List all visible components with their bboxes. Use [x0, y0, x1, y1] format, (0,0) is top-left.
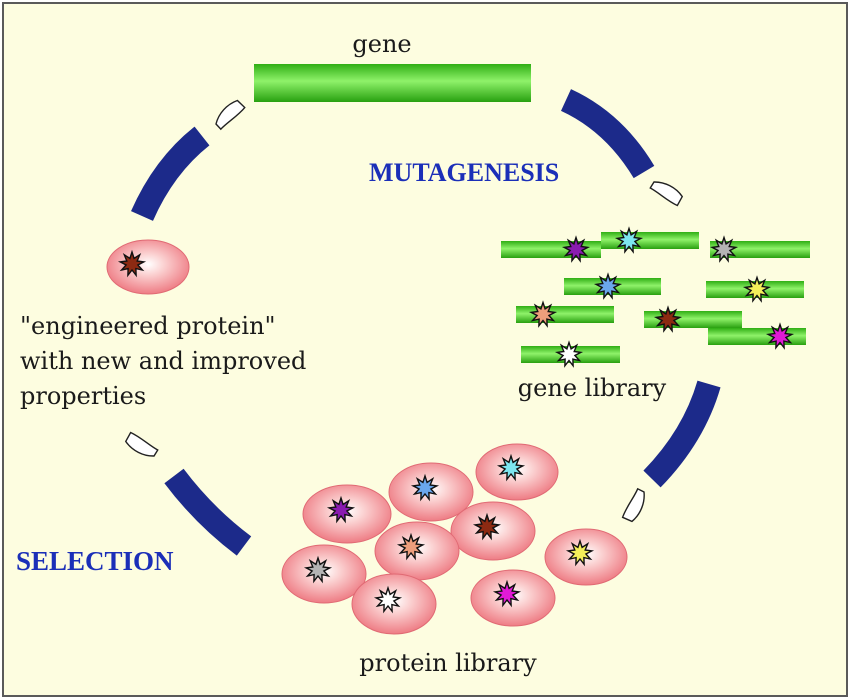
star-marker-icon	[554, 340, 584, 368]
sleeve	[560, 89, 655, 179]
pointing-hand-icon	[648, 175, 686, 210]
protein-cell	[470, 569, 556, 627]
pointing-hand-icon	[210, 97, 248, 131]
cycle-arrows	[122, 89, 721, 556]
mutant-gene	[564, 272, 661, 300]
arrow-proteins-to-selected	[122, 428, 252, 556]
sleeve	[643, 380, 721, 488]
mutant-gene	[644, 305, 742, 333]
mutagenesis-label: MUTAGENESIS	[369, 158, 559, 187]
gene-bar	[601, 232, 699, 249]
mutant-gene	[501, 235, 601, 263]
arrow-selected-to-gene	[131, 97, 248, 221]
sleeve	[164, 468, 252, 556]
mutant-gene	[601, 226, 699, 254]
protein-cell	[544, 528, 628, 586]
selection-label: SELECTION	[16, 546, 174, 576]
star-marker-icon	[653, 305, 683, 333]
star-marker-icon	[565, 538, 595, 567]
gene-label: gene	[352, 30, 411, 58]
protein-library-label: protein library	[359, 649, 537, 677]
star-marker-icon	[396, 532, 426, 561]
star-marker-icon	[742, 275, 772, 303]
protein-cell	[374, 521, 460, 581]
star-marker-icon	[528, 300, 558, 328]
engineered-protein-line-3: properties	[20, 382, 146, 410]
pointing-hand-icon	[618, 487, 652, 525]
star-marker-icon	[303, 555, 333, 584]
arrow-gene-to-library	[560, 89, 686, 210]
star-marker-icon	[472, 512, 502, 541]
protein-cell	[475, 443, 559, 501]
pointing-hand-icon	[122, 428, 160, 463]
star-marker-icon	[492, 579, 522, 608]
mutant-gene	[706, 275, 804, 303]
star-marker-icon	[561, 235, 591, 263]
star-marker-icon	[326, 495, 356, 524]
star-marker-icon	[614, 226, 644, 254]
star-marker-icon	[709, 235, 739, 263]
gene-library-label: gene library	[518, 374, 667, 402]
engineered-protein-cell	[106, 239, 190, 295]
gene-bar	[710, 241, 810, 258]
star-marker-icon	[373, 585, 403, 614]
sleeve	[131, 126, 210, 221]
gene-bar	[516, 306, 614, 323]
star-marker-icon	[765, 322, 795, 350]
arrow-library-to-proteins	[618, 380, 721, 525]
star-marker-icon	[593, 272, 623, 300]
mutant-gene	[708, 322, 806, 350]
star-marker-icon	[117, 249, 147, 278]
protein-cell	[281, 544, 367, 604]
gene-bar	[708, 328, 806, 345]
mutant-gene	[709, 235, 810, 263]
engineered-protein-line-1: "engineered protein"	[20, 312, 276, 340]
mutant-gene	[521, 340, 620, 368]
protein-cell	[450, 501, 536, 561]
gene-bar	[254, 64, 531, 102]
protein-cell	[351, 573, 437, 635]
protein-cell	[388, 462, 474, 522]
protein-cell	[302, 484, 392, 544]
protein-engineering-cycle-diagram: gene MUTAGENESIS SELECTION "engineered p…	[16, 30, 810, 677]
mutant-gene	[516, 300, 614, 328]
protein-library	[106, 239, 628, 635]
star-marker-icon	[496, 453, 526, 482]
star-marker-icon	[410, 473, 440, 502]
cell-body	[106, 239, 190, 295]
gene-library	[501, 226, 810, 368]
engineered-protein-line-2: with new and improved	[20, 347, 306, 375]
